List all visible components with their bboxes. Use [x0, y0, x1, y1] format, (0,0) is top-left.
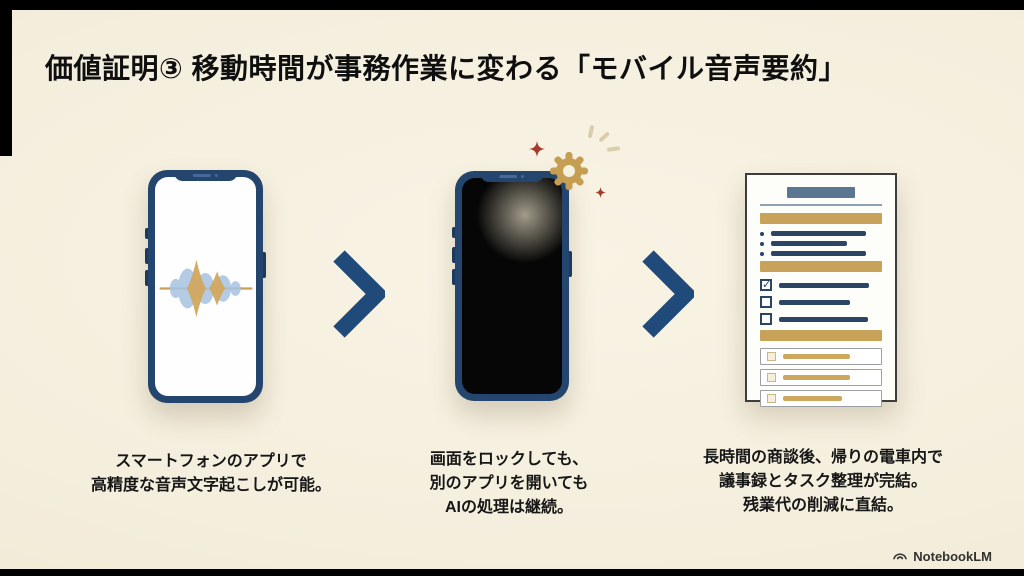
- emphasis-dash: [606, 146, 621, 152]
- bullet-dot: [760, 251, 764, 256]
- phone-side-button: [452, 247, 455, 263]
- doc-checkbox-row: [760, 296, 882, 308]
- task-checkbox-icon: [767, 394, 776, 403]
- doc-bullet-row: [760, 231, 882, 236]
- phone-side-button: [145, 228, 148, 239]
- doc-task-line: [783, 375, 850, 380]
- doc-task-row: [760, 348, 882, 365]
- brand-label: NotebookLM: [913, 548, 992, 564]
- slide-title: 価値証明③ 移動時間が事務作業に変わる「モバイル音声要約」: [45, 53, 847, 84]
- emphasis-dash: [598, 131, 610, 143]
- doc-text-line: [771, 241, 847, 246]
- phone-screen-white: [155, 177, 256, 396]
- caption-line: 高精度な音声文字起こしが可能。: [90, 477, 331, 494]
- bullet-dot: [760, 231, 764, 236]
- doc-bullet-row: [760, 241, 882, 246]
- doc-checkbox-row: ✓: [760, 279, 882, 291]
- doc-text-line: [779, 316, 869, 322]
- doc-task-line: [783, 354, 850, 359]
- notebooklm-logo-icon: [892, 548, 908, 564]
- gear-icon: [549, 151, 589, 191]
- brand-watermark: NotebookLM: [892, 548, 992, 564]
- phone-camera: [214, 174, 218, 177]
- doc-text-line: [771, 231, 867, 236]
- caption-line: 議事録とタスク整理が完結。: [718, 473, 927, 490]
- task-checkbox-icon: [767, 352, 776, 361]
- step2-caption: 画面をロックしても、 別のアプリを開いても AIの処理は継続。: [344, 448, 674, 520]
- caption-line: 画面をロックしても、: [429, 451, 589, 468]
- phone-side-button: [452, 269, 455, 285]
- doc-task-row: [760, 369, 882, 386]
- doc-text-line: [779, 282, 870, 288]
- caption-line: AIの処理は継続。: [444, 499, 573, 516]
- step1-caption: スマートフォンのアプリで 高精度な音声文字起こしが可能。: [46, 450, 376, 498]
- doc-bullet-row: [760, 251, 882, 256]
- phone-camera: [521, 175, 525, 178]
- doc-text-line: [771, 251, 867, 256]
- caption-line: 別のアプリを開いても: [429, 475, 589, 492]
- chevron-right-icon: [333, 250, 389, 338]
- phone-side-button: [452, 227, 455, 238]
- doc-task-line: [783, 396, 843, 401]
- phone-side-button: [145, 270, 148, 286]
- doc-text-line: [779, 299, 850, 305]
- caption-line: 残業代の削減に直結。: [742, 497, 903, 514]
- sparkle-icon: [529, 141, 545, 157]
- doc-section-bar: [760, 330, 882, 341]
- waveform-icon: [158, 246, 254, 335]
- phone-speaker: [192, 174, 211, 177]
- phone-side-button: [263, 252, 266, 278]
- emphasis-dash: [587, 124, 594, 139]
- phone-speaker: [499, 175, 518, 178]
- letterbox-top-bar: [0, 0, 1024, 10]
- chevron-right-icon: [642, 250, 698, 338]
- phone-notch: [173, 170, 238, 181]
- screen-glow: [470, 178, 562, 270]
- checkbox-empty-icon: [760, 313, 772, 325]
- bullet-dot: [760, 241, 764, 246]
- checkbox-empty-icon: [760, 296, 772, 308]
- checkbox-checked-icon: ✓: [760, 279, 772, 291]
- phone-side-button: [569, 251, 572, 277]
- smartphone-transcription: [145, 170, 266, 403]
- phone-screen-black: [462, 178, 562, 394]
- letterbox-bottom-bar: [0, 569, 1024, 576]
- doc-section-bar: [760, 213, 882, 224]
- step3-caption: 長時間の商談後、帰りの電車内で 議事録とタスク整理が完結。 残業代の削減に直結。: [658, 446, 988, 518]
- phone-notch: [480, 171, 544, 182]
- doc-checkbox-row: [760, 313, 882, 325]
- letterbox-left-bar: [0, 0, 12, 156]
- doc-divider: [760, 204, 882, 206]
- doc-task-row: [760, 390, 882, 407]
- caption-line: 長時間の商談後、帰りの電車内で: [702, 449, 943, 466]
- task-checkbox-icon: [767, 373, 776, 382]
- caption-line: スマートフォンのアプリで: [115, 453, 307, 470]
- smartphone-locked-processing: [452, 124, 621, 401]
- phone-side-button: [145, 248, 148, 264]
- sparkle-icon: [595, 185, 606, 198]
- doc-section-bar: [760, 261, 882, 272]
- document-checklist-icon: ✓: [745, 173, 897, 407]
- doc-title-bar: [786, 187, 856, 198]
